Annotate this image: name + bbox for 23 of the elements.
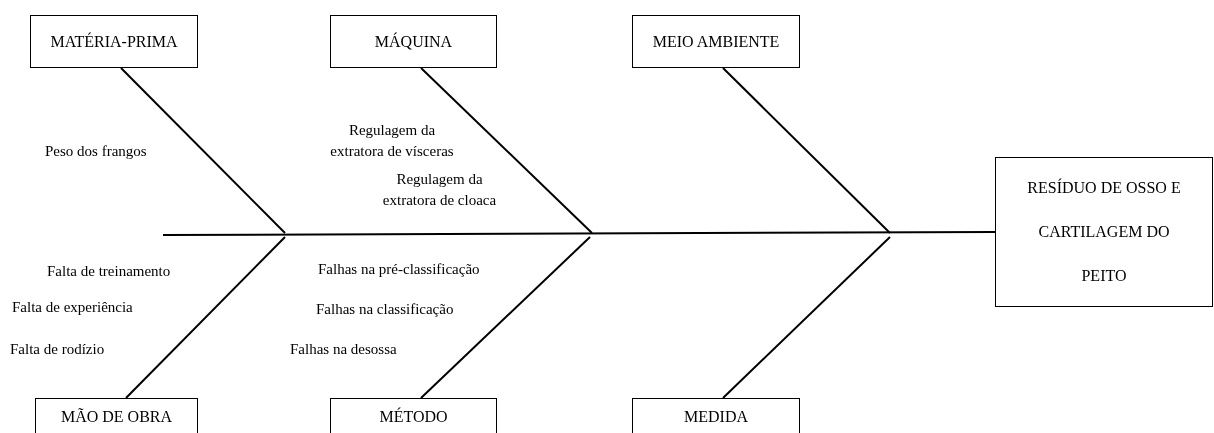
bone-line <box>120 67 286 234</box>
category-box: MEDIDA <box>632 398 800 433</box>
cause-label: Falta de experiência <box>12 298 134 317</box>
cause-label: Falta de treinamento <box>47 262 172 281</box>
cause-label: Falhas na classificação <box>316 300 455 319</box>
cause-label: Falhas na pré-classificação <box>318 260 481 279</box>
category-box: MATÉRIA-PRIMA <box>30 15 198 68</box>
category-box: MÉTODO <box>330 398 497 433</box>
bone-line <box>125 236 286 399</box>
bone-line <box>420 236 591 399</box>
cause-label: Falhas na desossa <box>290 340 398 359</box>
effect-box: RESÍDUO DE OSSO E CARTILAGEM DO PEITO <box>995 157 1213 307</box>
bone-line <box>722 67 891 234</box>
category-box: MÃO DE OBRA <box>35 398 198 433</box>
cause-label: Peso dos frangos <box>45 142 148 161</box>
cause-label: Falta de rodízio <box>10 340 106 359</box>
category-box: MÁQUINA <box>330 15 497 68</box>
category-box: MEIO AMBIENTE <box>632 15 800 68</box>
spine-line <box>162 231 996 236</box>
bone-line <box>420 67 593 234</box>
cause-label: Regulagem da extratora de cloaca <box>381 170 498 210</box>
bone-line <box>722 236 891 399</box>
cause-label: Regulagem da extratora de vísceras <box>329 121 455 161</box>
